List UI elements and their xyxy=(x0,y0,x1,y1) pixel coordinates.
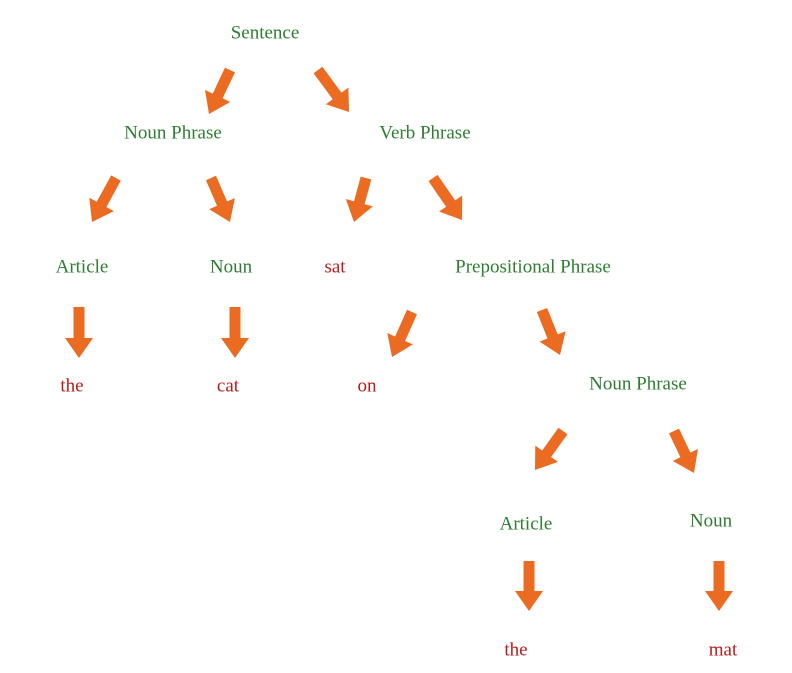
node-sentence: Sentence xyxy=(231,23,300,44)
arrow-icon-sentence-to-np1 xyxy=(205,67,235,114)
arrow-icon-pp-to-on xyxy=(387,309,417,357)
arrow-icon-np1-to-noun1 xyxy=(206,175,235,222)
arrows-layer xyxy=(65,66,733,611)
arrow-icon-np2-to-art2 xyxy=(535,427,568,470)
node-the2: the xyxy=(504,640,527,661)
node-mat: mat xyxy=(709,640,738,661)
node-the1: the xyxy=(60,376,83,397)
arrow-icon-pp-to-np2 xyxy=(536,308,566,355)
arrow-icon-np2-to-noun2 xyxy=(669,428,698,473)
node-on: on xyxy=(358,376,378,397)
node-art2: Article xyxy=(500,514,553,535)
arrow-icon-np1-to-art1 xyxy=(89,175,121,222)
arrow-icon-vp-to-sat xyxy=(345,176,373,222)
node-noun2: Noun xyxy=(690,511,733,532)
node-vp: Verb Phrase xyxy=(379,123,470,144)
arrow-icon-vp-to-pp xyxy=(428,174,463,220)
arrow-icon-art2-to-the2 xyxy=(515,561,543,611)
arrow-icon-sentence-to-vp xyxy=(313,66,349,112)
node-cat: cat xyxy=(217,376,240,397)
node-np2: Noun Phrase xyxy=(589,374,687,395)
arrow-icon-art1-to-the1 xyxy=(65,307,93,358)
arrow-icon-noun2-to-mat xyxy=(705,561,733,611)
node-noun1: Noun xyxy=(210,257,253,278)
node-art1: Article xyxy=(56,257,109,278)
arrow-icon-noun1-to-cat xyxy=(221,307,249,358)
node-np1: Noun Phrase xyxy=(124,123,222,144)
node-sat: sat xyxy=(324,257,346,278)
node-pp: Prepositional Phrase xyxy=(455,257,611,278)
